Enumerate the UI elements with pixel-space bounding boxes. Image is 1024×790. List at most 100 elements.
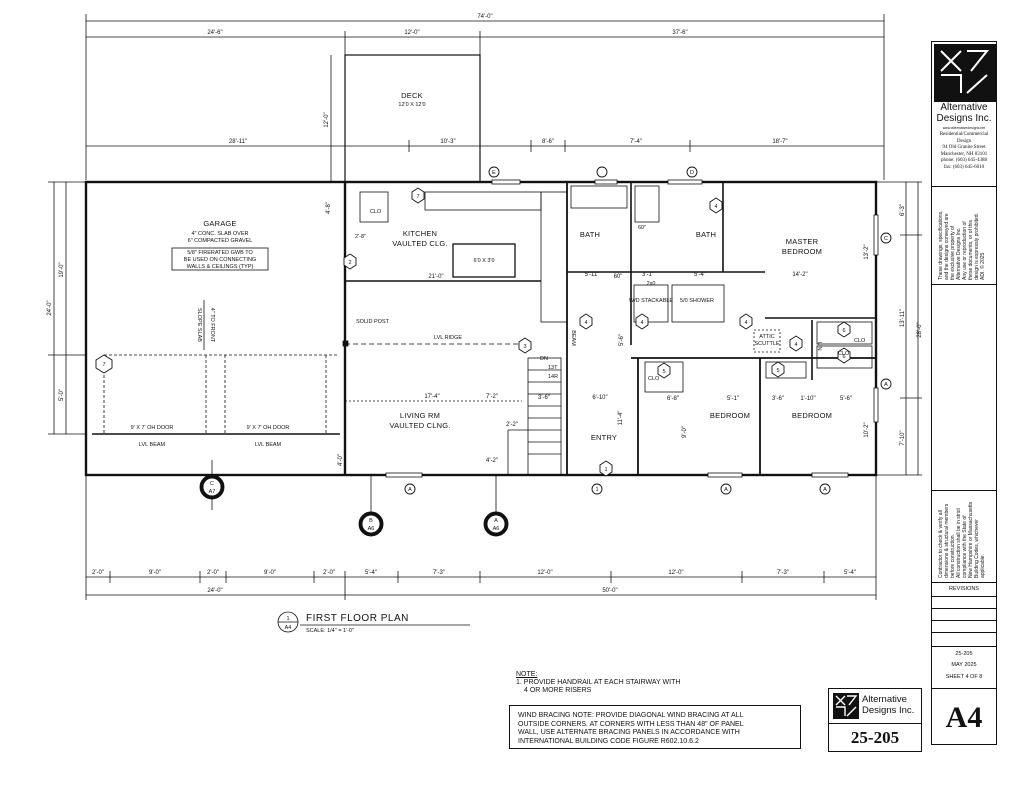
wind-line-1: WIND BRACING NOTE: PROVIDE DIAGONAL WIND… [518,712,744,719]
door-tag-7-kitchen: 7 [416,194,419,200]
stair-note: NOTE: 1. PROVIDE HANDRAIL AT EACH STAIRW… [516,671,680,695]
deck-label: DECK [401,91,423,100]
closet-bed-2: CLO [838,351,850,357]
bottom-dim-5: 2'-0" [323,570,335,576]
attic-label-2: SCUTTLE [754,341,779,347]
bath-2-label: BATH [696,230,716,239]
garage-door-2: 9' X 7' OH DOOR [247,425,290,431]
deck-depth: 12'-0" [324,112,330,127]
company-website: www.alternativedesigns.net [942,126,986,130]
master-sub: BEDROOM [782,247,822,256]
door-tag-5-b: 5 [776,368,779,374]
beam-label: BEAM [570,330,576,346]
garage-slope-2: 4" TO FRONT [209,308,215,343]
grid-marker-a-right: A [884,382,888,388]
grid-marker-d: E [492,170,496,176]
lvl-ridge-label: LVL RIDGE [434,335,462,341]
bath-1-label: BATH [580,230,600,239]
door-tag-7-garage: 7 [102,362,105,368]
stamp-job-number: 25-205 [829,723,921,748]
wind-line-4: INTERNATIONAL BUILDING CODE FIGURE R602.… [518,737,699,745]
plan-title: FIRST FLOOR PLAN [306,613,409,624]
right-dim-total: 28'-0" [917,322,923,337]
section-a-letter: A [494,518,498,524]
bedroom-1-label: BEDROOM [710,411,750,420]
master-width: 14'-2" [792,272,807,278]
grid-marker-c: D [690,170,694,176]
closet-kitchen: CLO [370,209,382,215]
garage-fire-1: 5/8" FIRERATED GWB TO [187,250,253,256]
upper-dim-5: 18'-7" [772,139,787,145]
address-line-5: phone: (603) 645-4388 [940,158,988,163]
copyright-notice: These drawings, specifications, and the … [938,210,986,280]
bottom-dim-11: 5'-4" [844,570,856,576]
living-label: LIVING RM [400,411,440,420]
dim-right: 37'-6" [672,30,687,36]
dim-middle: 12'-0" [404,30,419,36]
section-c-letter: C [210,481,214,487]
garage-note-1: 4" CONC. SLAB OVER [192,231,249,237]
bottom-dim-4: 9'-0" [264,570,276,576]
revisions-label: REVISIONS [949,586,979,592]
left-dim-a: 19'-0" [59,262,65,277]
company-line-2: Designs Inc. [936,113,992,124]
stair-width: 3'-6" [538,395,550,401]
right-dim-b: 13'-11" [900,309,906,327]
title-block: Alternative Designs Inc. www.alternative… [931,41,997,745]
kitchen-island: 6'0 X 3'0 [473,258,494,264]
solid-post-label: SOLID POST [356,319,390,325]
left-dim-total: 24'-0" [47,300,53,315]
note-line-2: 4 OR MORE RISERS [524,687,592,694]
stair-risers: 14R [548,374,558,380]
bath-1-dim-3: 5'-6" [619,334,625,346]
bath-2-tub: 60" [638,225,646,231]
wind-line-2: OUTSIDE CORNERS. AT CORNERS WITH LESS TH… [518,720,744,728]
bottom-dim-8: 12'-0" [537,570,552,576]
door-tag-6-a: 6 [842,328,845,334]
garage-note-2: 6" COMPACTED GRAVEL [188,238,253,244]
attic-label-1: ATTIC [759,334,775,340]
garage-door-1: 9' X 7' OH DOOR [131,425,174,431]
bottom-total-right: 50'-0" [602,588,617,594]
garage-fire-3: WALLS & CEILINGS (TYP) [187,264,254,270]
plan-scale: SCALE: 1/4" = 1'-0" [306,628,354,634]
kitchen-label: KITCHEN [403,229,437,238]
living-width: 17'-4" [424,394,439,400]
bath-2-dim-2: 5'-4" [694,272,706,278]
grid-marker-a-2: A [724,487,728,493]
sheet-id: A4 [945,701,983,734]
wind-line-3: WALL, USE ALTERNATE BRACING PANELS IN AC… [518,729,740,736]
grid-marker-1: 1 [595,487,598,493]
section-c-sheet: A7 [209,489,216,495]
company-address: Residential/Commercial Design 94 Old Gra… [932,132,996,171]
grid-marker-b: C [884,236,888,242]
section-b-letter: B [369,518,373,524]
door-tag-6-b: 6 [842,354,845,360]
door-tag-3: 3 [523,344,526,350]
stair-treads: 13T [548,365,558,371]
note-heading: NOTE: [516,671,538,678]
garage-slope-1: SLOPE SLAB [196,308,202,342]
bottom-total-left: 24'-0" [207,588,222,594]
door-tag-4-d: 4 [714,204,717,210]
bath-1-dim-1: 5'-11" [585,272,600,278]
bottom-dim-7: 7'-3" [433,570,445,576]
stamp-company-line-1: Alternative [862,694,907,705]
stamp-company: Alternative Designs Inc. [862,694,914,716]
living-dim-2: 4'-2" [486,458,498,464]
bath-2-dim-1: 3'-1" [642,272,654,278]
bedroom-1-depth: 9'-0" [682,426,688,438]
bath-1-dim-2: 60" [614,274,623,280]
bedroom-1-w2: 5'-1" [727,396,739,402]
living-dim-1: 7'-2" [486,394,498,400]
grid-marker-a-3: A [823,487,827,493]
plan-title-sheet: A4 [285,625,292,631]
address-line-4: Manchester, NH 03101 [940,151,988,157]
address-line-1: Residential/Commercial [939,132,989,137]
note-line-1: 1. PROVIDE HANDRAIL AT EACH STAIRWAY WIT… [516,679,681,686]
master-label: MASTER [786,237,819,246]
garage-beam-1: LVL BEAM [139,442,166,448]
bedroom-1-w1: 6'-8" [667,396,679,402]
bedroom-2-w2: 1'-10" [800,396,815,402]
